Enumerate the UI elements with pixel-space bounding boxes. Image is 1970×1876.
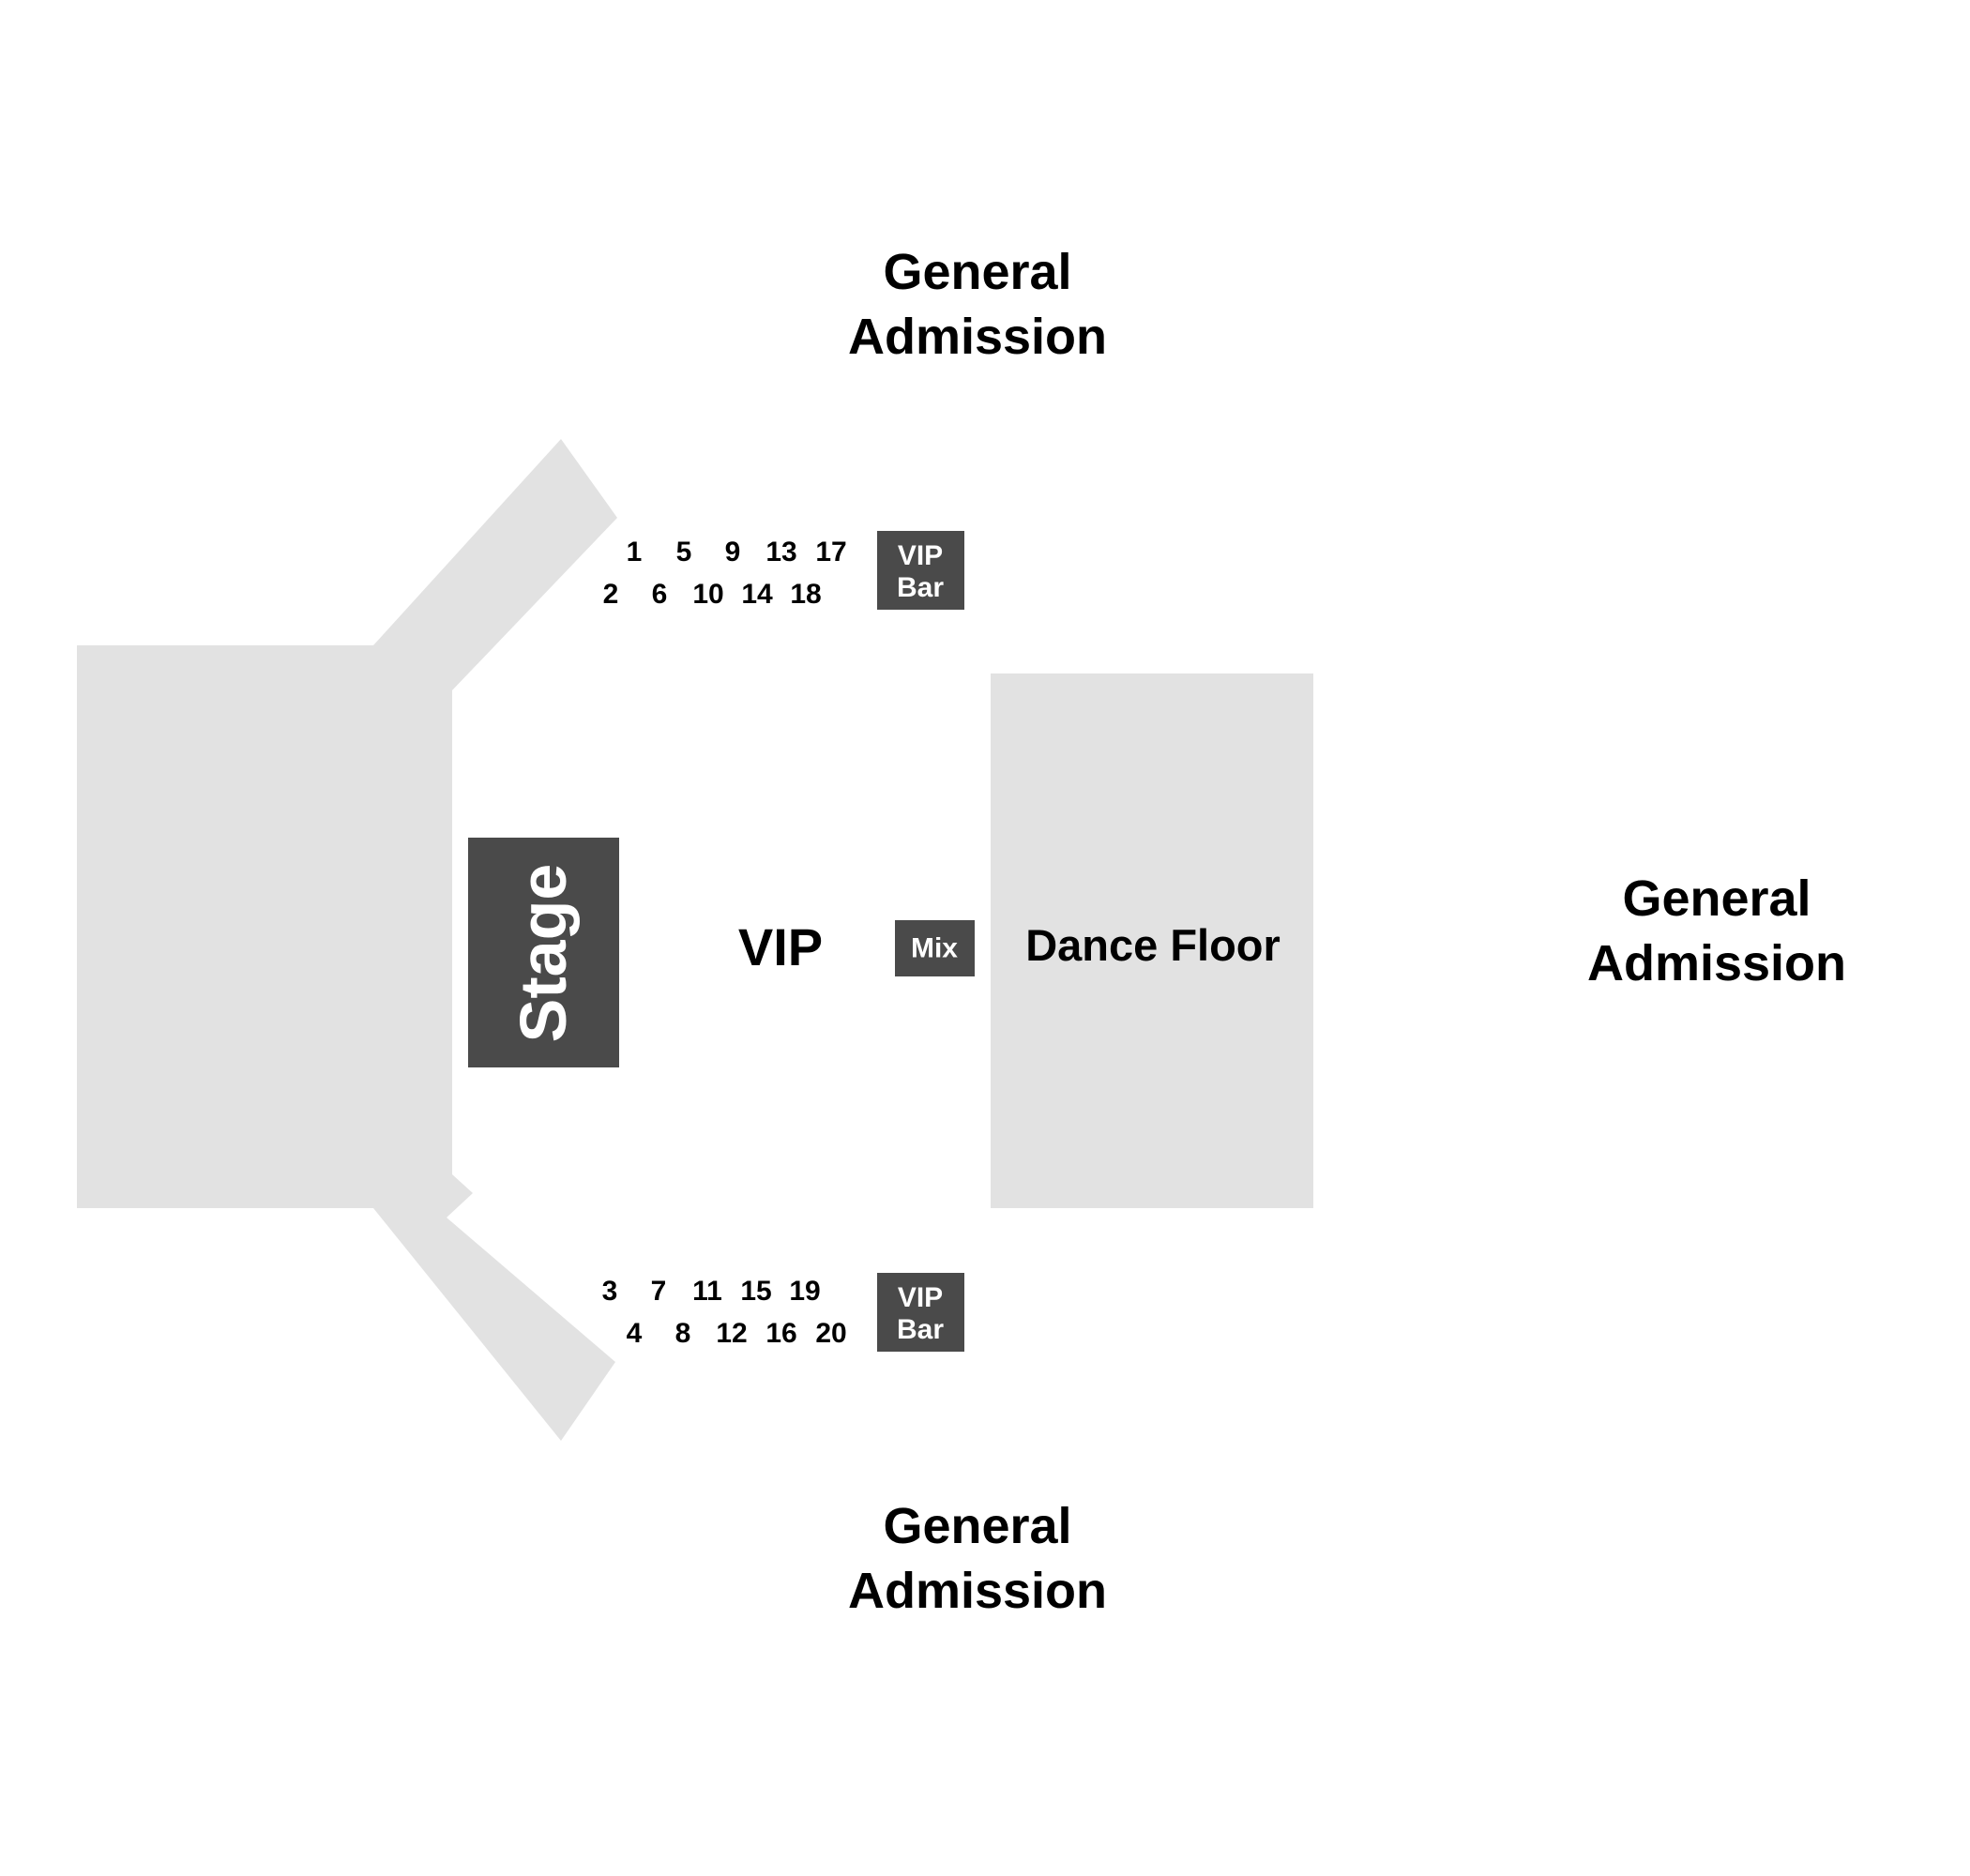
vip-area-label: VIP (738, 917, 823, 976)
vip-bar-bottom[interactable]: VIP Bar (877, 1273, 964, 1352)
ga-bottom-line1: General (883, 1498, 1071, 1554)
dance-floor-zone[interactable] (991, 673, 1313, 1208)
table-number[interactable]: 1 (627, 537, 643, 567)
table-number[interactable]: 13 (765, 537, 796, 567)
ga-top-line1: General (883, 244, 1071, 300)
stage-label: Stage (507, 864, 580, 1043)
mix-booth[interactable]: Mix (895, 920, 975, 976)
table-number[interactable]: 3 (602, 1276, 618, 1307)
stage[interactable]: Stage (468, 838, 619, 1067)
table-number[interactable]: 17 (815, 537, 846, 567)
vip-bar-bottom-line2: Bar (897, 1314, 944, 1345)
table-number[interactable]: 5 (676, 537, 692, 567)
table-number[interactable]: 18 (790, 579, 821, 610)
ga-right-line2: Admission (1587, 935, 1846, 991)
mix-label: Mix (911, 933, 958, 964)
vip-tables-bottom: 3 7 11 15 19 4 8 12 16 20 (602, 1276, 847, 1349)
table-number[interactable]: 8 (675, 1318, 691, 1349)
table-number[interactable]: 10 (692, 579, 723, 610)
table-number[interactable]: 16 (765, 1318, 796, 1349)
general-admission-top[interactable]: General Admission (848, 244, 1107, 365)
table-number[interactable]: 7 (651, 1276, 667, 1307)
table-number[interactable]: 2 (603, 579, 619, 610)
vip-bar-top-line1: VIP (898, 540, 943, 571)
ga-bottom-line2: Admission (848, 1563, 1107, 1619)
table-number[interactable]: 6 (652, 579, 668, 610)
table-number[interactable]: 15 (740, 1276, 771, 1307)
vip-bar-top[interactable]: VIP Bar (877, 531, 964, 610)
ga-right-line1: General (1622, 870, 1811, 927)
table-number[interactable]: 9 (725, 537, 741, 567)
table-number[interactable]: 4 (627, 1318, 643, 1349)
vip-bar-top-line2: Bar (897, 572, 944, 603)
table-number[interactable]: 20 (815, 1318, 846, 1349)
table-number[interactable]: 19 (789, 1276, 820, 1307)
table-number[interactable]: 11 (692, 1276, 722, 1307)
vip-tables-top: 1 5 9 13 17 2 6 10 14 18 (603, 537, 847, 610)
dance-floor-label: Dance Floor (1025, 920, 1280, 970)
general-admission-bottom[interactable]: General Admission (848, 1498, 1107, 1619)
general-admission-right[interactable]: General Admission (1587, 870, 1846, 991)
left-venue-zone (77, 439, 617, 1441)
vip-bar-bottom-line1: VIP (898, 1282, 943, 1313)
ga-top-line2: Admission (848, 309, 1107, 365)
table-number[interactable]: 14 (741, 579, 773, 610)
table-number[interactable]: 12 (716, 1318, 747, 1349)
